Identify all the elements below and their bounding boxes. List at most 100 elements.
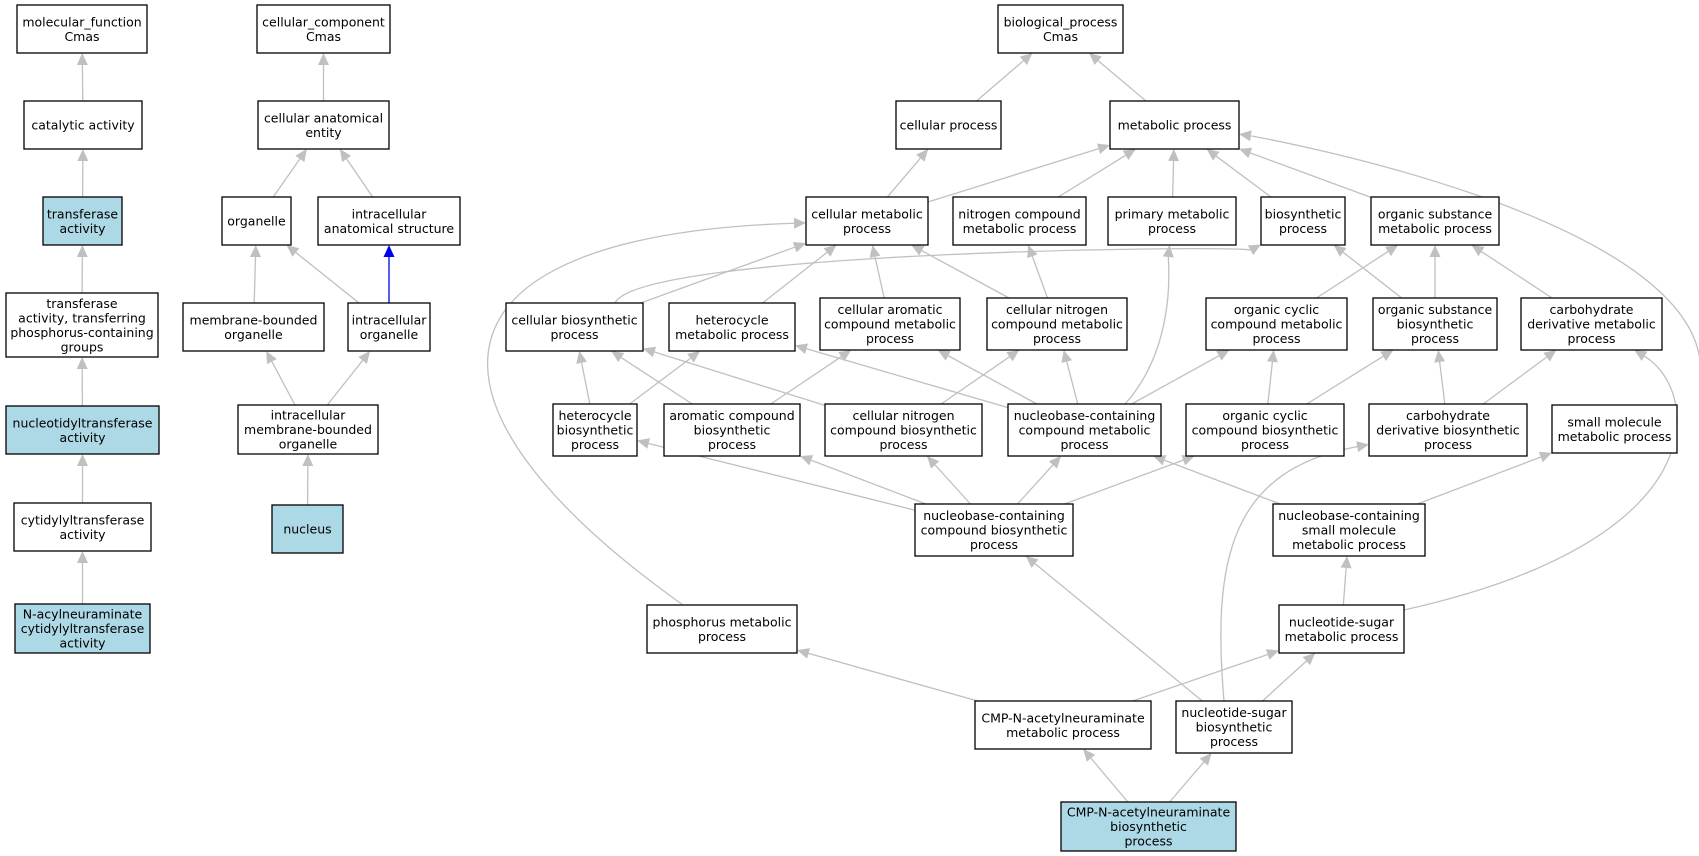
term-label-line: cellular_component [262,14,385,29]
edge-nucleobase-compound-metabolic-to-cellular-aromatic-compound-metabolic [947,355,1038,405]
edge-nucleotide-sugar-biosynthetic-to-carbohydrate-derivative-biosynthetic [1220,446,1358,702]
term-label-line: biosynthetic [1265,206,1342,221]
edge-nucleobase-compound-biosynthetic-to-cellular-nitrogen-compound-biosynthetic [934,464,971,505]
go-term-metabolic-process[interactable]: metabolic process [1109,100,1240,150]
term-label-line: anatomical structure [324,221,454,236]
go-term-nucleus[interactable]: nucleus [271,504,344,554]
arrowhead-intracellular-mb-organelle-14 [302,454,314,467]
term-label-line: heterocycle [558,408,631,423]
arrowhead-biosynthetic-process-32 [1333,245,1347,257]
edge-cellular-nitrogen-compound-metabolic-to-nitrogen-compound-metabolic [1031,256,1049,299]
term-label-line: membrane-bounded [190,312,318,327]
go-term-cmp-neu-biosynthetic[interactable]: CMP-N-acetylneuraminatebiosyntheticproce… [1060,801,1237,852]
term-label-line: process [1567,331,1615,346]
term-box [1185,403,1345,457]
term-label-line: intracellular [352,312,428,327]
go-term-cellular-process[interactable]: cellular process [895,100,1002,150]
arrowhead-nucleotidyltransferase-4 [77,454,88,466]
term-label-line: biological_process [1004,14,1118,29]
edge-cmp-neu-metabolic-to-nucleotide-sugar-metabolic [1132,653,1268,702]
term-box [16,4,148,54]
term-label-line: nucleotide-sugar [1289,614,1395,629]
arrowhead-metabolic-process-20 [1168,149,1180,162]
term-label-line: compound metabolic [824,317,956,332]
edge-intracellular-mb-organelle-to-intracellular-organelle [326,360,364,406]
term-label-line: transferase [47,206,119,221]
term-box [552,403,638,457]
term-label-line: compound metabolic [1019,423,1151,438]
term-label-line: process [698,629,746,644]
term-label-line: cellular biosynthetic [511,312,637,327]
term-label-line: Cmas [1043,29,1078,44]
term-box [221,196,292,246]
arrowhead-cellular-biosynthetic-process-38 [643,346,657,358]
term-box [1007,403,1162,457]
term-label-line: metabolic process [1378,221,1492,236]
term-box [1205,297,1348,351]
go-term-catalytic-activity[interactable]: catalytic activity [23,100,143,150]
term-label-line: phosphorus-containing [10,325,153,340]
term-box [819,297,961,351]
term-box [347,302,431,352]
term-label-line: cytidylyltransferase [21,512,145,527]
arrowhead-metabolic-process-22 [1239,147,1253,159]
arrowhead-bp-root-15 [1019,53,1033,65]
go-term-neuraminate-cytidylyltransferase[interactable]: N-acylneuraminatecytidylyltransferaseact… [14,603,151,654]
term-label-line: groups [61,339,104,354]
arrowhead-metabolic-process-21 [1206,149,1220,161]
arrowhead-cytidylyltransferase-5 [77,551,88,563]
term-label-line: biosynthetic [1110,819,1187,834]
edge-nucleotide-sugar-metabolic-to-nucleobase-small-molecule-metabolic [1342,567,1347,606]
edge-organic-cyclic-compound-biosynthetic-to-organic-substance-biosynthetic [1306,355,1384,405]
term-label-line: metabolic process [675,327,789,342]
edge-cellular-nitrogen-compound-metabolic-to-cellular-metabolic-process [921,250,1010,299]
arrowhead-cellular-metabolic-process-28 [911,245,925,256]
term-label-line: CMP-N-acetylneuraminate [981,710,1145,725]
term-box [952,196,1087,246]
term-box [668,302,796,352]
go-term-organelle[interactable]: organelle [221,196,292,246]
edge-organic-cyclic-compound-biosynthetic-to-organic-cyclic-compound-metabolic [1267,361,1274,405]
arrowhead-mf-root-0 [76,53,88,66]
term-label-line: compound metabolic [1211,317,1343,332]
arrowhead-cellular-anatomical-entity-7 [295,149,307,162]
arrowhead-carbohydrate-derivative-metabolic-48 [1543,350,1557,362]
